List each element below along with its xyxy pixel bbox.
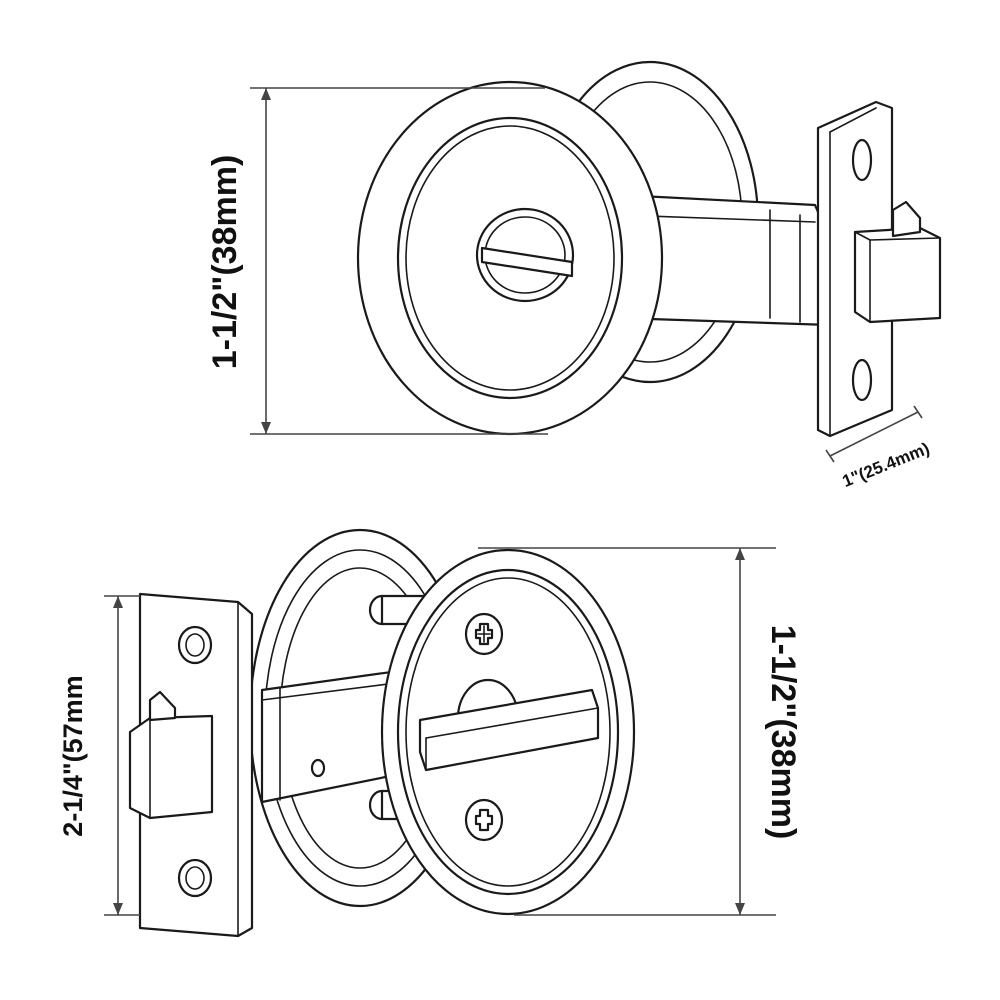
top-height-label: 1-1/2"(38mm) — [206, 155, 244, 370]
top-height-dimension: 1-1/2"(38mm) — [206, 87, 548, 435]
bottom-lock-view: 1-1/2"(38mm) 2-1/4"(57mm — [58, 528, 802, 938]
bottom-faceplate-label: 2-1/4"(57mm — [58, 675, 88, 836]
bottom-front-rosette — [380, 548, 636, 916]
top-faceplate-screw-hole-lower — [851, 358, 873, 402]
top-lock-view: 1-1/2"(38mm) 1"(25.4mm) — [206, 60, 942, 491]
bottom-height-label: 1-1/2"(38mm) — [764, 625, 802, 840]
top-faceplate-screw-hole-upper — [851, 138, 873, 182]
bottom-lower-screw — [464, 798, 504, 842]
top-front-rosette — [356, 80, 664, 436]
bottom-faceplate-dimension: 2-1/4"(57mm — [58, 595, 140, 916]
bottom-latch-bolt — [128, 690, 214, 820]
bottom-faceplate-screw-hole-upper — [177, 625, 213, 665]
bottom-faceplate-screw-hole-lower — [177, 858, 213, 898]
bottom-thumb-turn — [418, 678, 600, 772]
top-backset-label: 1"(25.4mm) — [840, 439, 933, 491]
bottom-upper-screw — [464, 612, 504, 656]
top-emergency-slot-knob — [475, 207, 575, 303]
bottom-height-dimension: 1-1/2"(38mm) — [478, 547, 802, 916]
top-latch-bolt — [853, 200, 942, 324]
